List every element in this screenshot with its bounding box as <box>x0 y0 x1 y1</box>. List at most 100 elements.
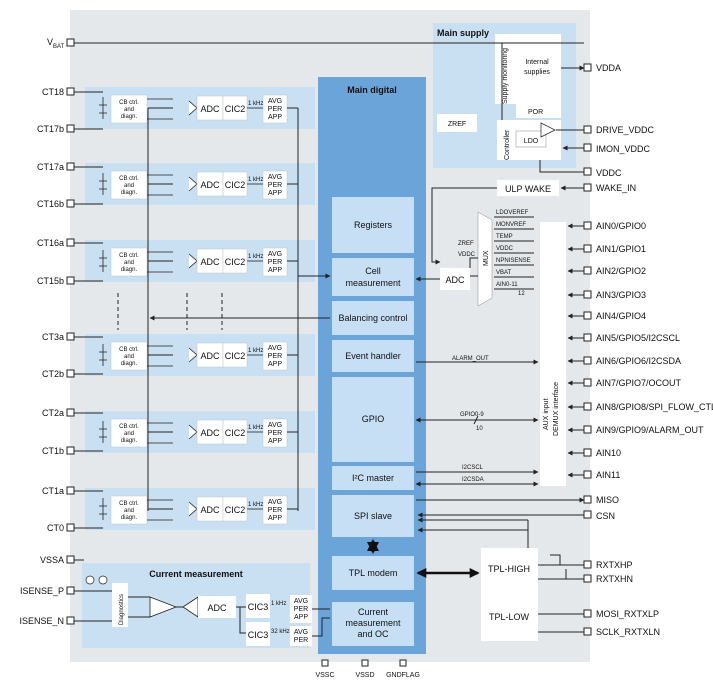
cb-ctrl-text: and <box>124 260 134 266</box>
mux-input-label: AIN0-11 <box>496 282 518 288</box>
ain-pin <box>583 402 592 411</box>
cm-freq-b: 32 kHz <box>271 629 290 635</box>
diagnostics-label: Diagnostics <box>119 594 125 625</box>
cell-avg-label: AVG <box>268 499 282 506</box>
zref-supply-label: ZREF <box>448 121 466 128</box>
cb-ctrl-text: and <box>124 354 134 360</box>
cell-cic2-label: CIC2 <box>225 351 246 361</box>
mux-input-label: VBAT <box>496 270 512 276</box>
cell-avg-label: APP <box>268 515 282 522</box>
i2cscl-signal: I2CSCL <box>462 465 484 471</box>
mux-input-list: LDOVEREFMONVREFTEMPVDDCNPNISENSEVBATAIN0… <box>494 210 534 290</box>
cell-cic2-label: CIC2 <box>225 428 246 438</box>
right-pin <box>583 125 592 134</box>
cell-avg-label: PER <box>268 507 282 514</box>
ct-pin <box>66 276 75 285</box>
aux-zref-label: ZREF <box>458 241 474 247</box>
main-digital-title: Main digital <box>347 85 397 95</box>
cell-avg-label: PER <box>268 259 282 266</box>
aux-section: ULP WAKE AUX input DEMUX interface MUX A… <box>415 180 566 486</box>
ct-pin-label: CT17b <box>37 124 64 134</box>
ain-pin-label: AIN7/GPIO7/OCOUT <box>596 378 682 388</box>
rxtxhn-label: RXTXHN <box>596 574 633 584</box>
balancing-control-label: Balancing control <box>338 313 407 323</box>
i2csda-signal: I2CSDA <box>462 477 484 483</box>
cell-adc-label: ADC <box>200 104 220 114</box>
ain-pin-label: AIN6/GPIO6/I2CSDA <box>596 356 681 366</box>
right-pin <box>583 167 592 176</box>
cm-freq-a: 1 kHz <box>271 601 286 607</box>
registers-label: Registers <box>354 220 393 230</box>
cm-avg-a-3: APP <box>294 614 308 621</box>
cell-avg-label: APP <box>268 114 282 121</box>
event-handler-label: Event handler <box>345 351 401 361</box>
cell-adc-label: ADC <box>200 428 220 438</box>
ain-pin <box>583 470 592 479</box>
cm-avg-b-1: AVG <box>294 629 308 636</box>
mosi-rxtxlp-label: MOSI_RXTXLP <box>596 609 659 619</box>
left-pin <box>66 555 75 564</box>
cell-avg-label: APP <box>268 267 282 274</box>
left-pin <box>66 38 75 47</box>
demux-line1: AUX input <box>543 398 550 430</box>
cb-ctrl-text: CB ctrl. <box>119 347 139 353</box>
vdda-label: VDDA <box>596 63 621 73</box>
vssc-pin <box>321 659 329 667</box>
ain-pin-label: AIN8/GPIO8/SPI_FLOW_CTL <box>596 402 713 412</box>
alarm-out-signal: ALARM_OUT <box>452 356 489 362</box>
wake-in-label: WAKE_IN <box>596 183 636 193</box>
ct-pin-label: CT16b <box>37 199 64 209</box>
cm-avg-a-2: PER <box>294 606 308 613</box>
cell-adc-label: ADC <box>200 351 220 361</box>
ain-pin <box>583 378 592 387</box>
cb-ctrl-text: diagn. <box>121 190 138 196</box>
cb-ctrl-text: and <box>124 183 134 189</box>
vssd-label: VSSD <box>355 672 374 679</box>
ct-pin-label: CT2a <box>42 408 64 418</box>
cb-ctrl-text: CB ctrl. <box>119 253 139 259</box>
ain-pin <box>583 333 592 342</box>
tpl-low-label: TPL-LOW <box>489 612 530 622</box>
ldo-label: LDO <box>524 138 539 145</box>
current-oc-line1: Current <box>358 607 389 617</box>
cell-freq-label: 1 kHz <box>248 254 263 260</box>
cm-avg-b-2: PER <box>294 637 308 644</box>
ct-pin <box>66 408 75 417</box>
spi-slave-label: SPI slave <box>354 511 392 521</box>
gndflag-label: GNDFLAG <box>386 672 420 679</box>
por-label: POR <box>528 109 543 116</box>
ct-pin <box>66 162 75 171</box>
left-pins: CT18CT17bCT17aCT16bCT16aCT15bCT3aCT2bCT2… <box>37 38 75 625</box>
cb-ctrl-text: CB ctrl. <box>119 100 139 106</box>
mux-input-label: NPNISENSE <box>496 258 531 264</box>
ct-pin-label: CT3a <box>42 332 64 342</box>
ain-pin <box>583 311 592 320</box>
ct-pin <box>66 523 75 532</box>
gpio-bus-signal: GPIO0-9 <box>460 412 484 418</box>
tpl-modem-label: TPL modem <box>349 568 398 578</box>
cb-ctrl-text: diagn. <box>121 114 138 120</box>
ain-wires <box>567 223 584 478</box>
right-pin <box>583 627 592 636</box>
right-pin <box>583 495 592 504</box>
ain-pin <box>583 221 592 230</box>
cell-freq-label: 1 kHz <box>248 101 263 107</box>
left-pin <box>66 586 75 595</box>
ain-pin <box>583 448 592 457</box>
cell-adc-label: ADC <box>200 257 220 267</box>
right-pin <box>583 574 592 583</box>
cell-freq-label: 1 kHz <box>248 348 263 354</box>
cic3-b-label: CIC3 <box>248 630 269 640</box>
ct-wires <box>74 91 103 529</box>
bus-width-12: 12 <box>518 291 525 297</box>
vddc-label: VDDC <box>596 168 622 178</box>
ain-pin <box>583 290 592 299</box>
isense-n-label: ISENSE_N <box>19 616 64 626</box>
mux-input-label: TEMP <box>496 234 513 240</box>
cell-avg-label: AVG <box>268 345 282 352</box>
ain-pin-label: AIN10 <box>596 448 621 458</box>
current-oc-line3: and OC <box>357 629 389 639</box>
cell-cic2-label: CIC2 <box>225 257 246 267</box>
ain-pin <box>583 356 592 365</box>
